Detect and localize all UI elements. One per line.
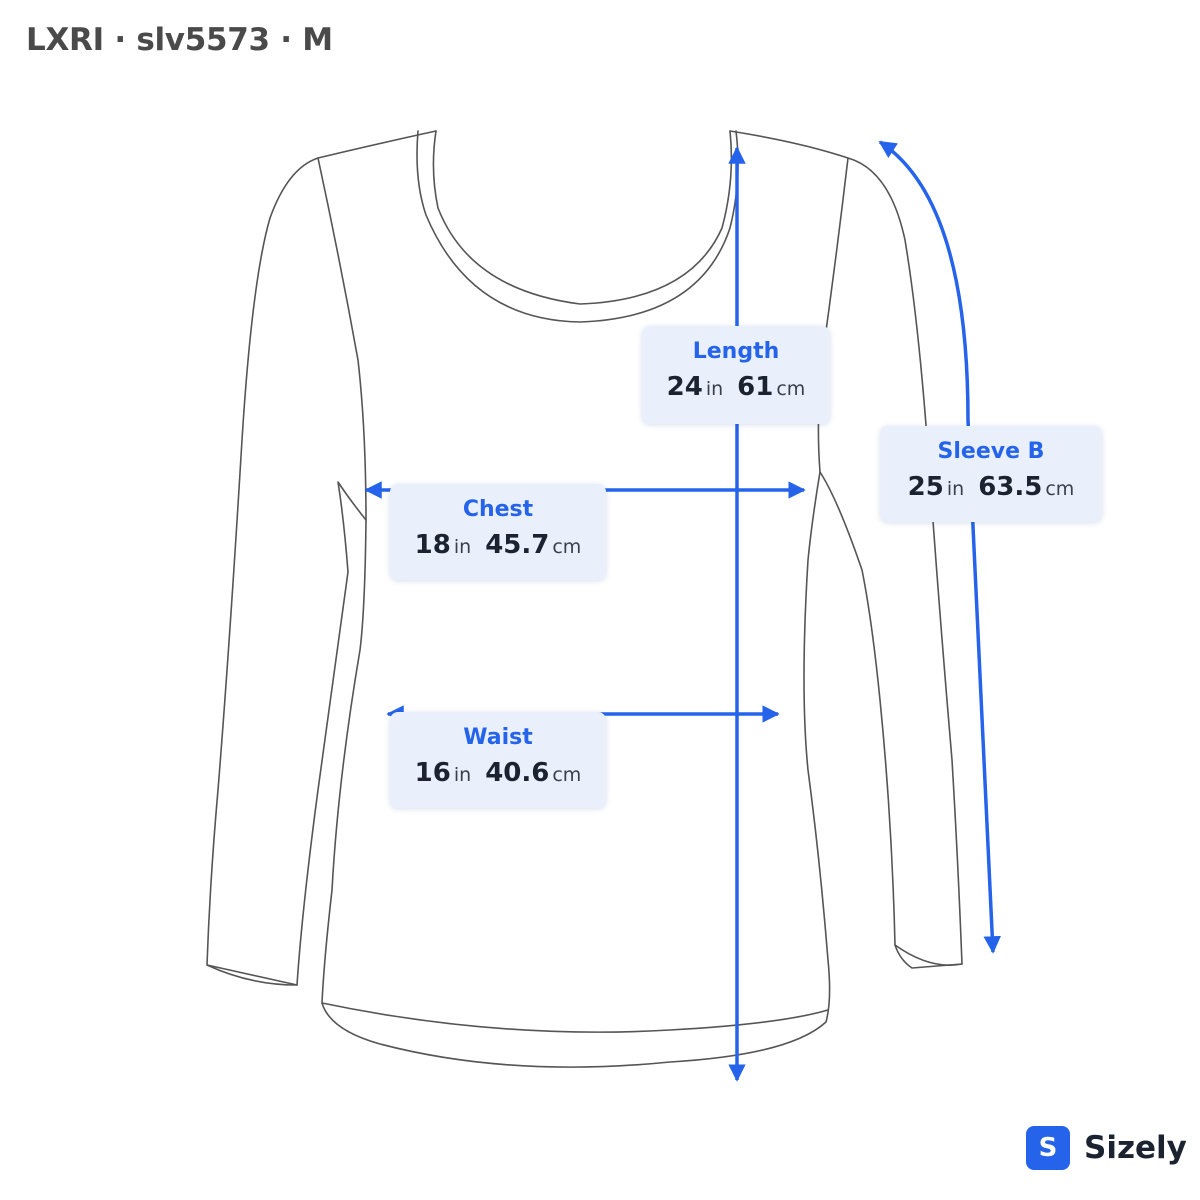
chest-cm-value: 45.7: [485, 530, 550, 560]
shirt-left-cuff: [206, 964, 298, 986]
sleeve-title: Sleeve B: [937, 439, 1045, 464]
brand-name: Sizely: [1084, 1130, 1187, 1166]
waist-in-value: 16: [414, 758, 451, 788]
length-cm-value: 61: [737, 372, 774, 402]
length-in-value: 24: [666, 372, 703, 402]
brand: S Sizely: [1026, 1126, 1187, 1170]
shirt-neckline-inner: [416, 130, 739, 323]
sizely-logo-icon: S: [1026, 1126, 1070, 1170]
waist-title: Waist: [463, 725, 533, 750]
shirt-neckline-outer: [432, 130, 733, 305]
sleeve-in-value: 25: [907, 472, 944, 502]
length-in-unit: in: [705, 378, 724, 400]
sleeve-in-unit: in: [946, 478, 965, 500]
length-title: Length: [692, 339, 780, 364]
chest-in-value: 18: [414, 530, 451, 560]
shirt-left-armhole: [317, 157, 367, 521]
sleeve-cm-value: 63.5: [978, 472, 1043, 502]
chest-in-unit: in: [453, 536, 472, 558]
shirt-right-armhole: [817, 157, 849, 473]
shirt-left-edge: [206, 130, 963, 1068]
sleeve-cm-unit: cm: [1045, 478, 1075, 500]
shirt-outline: [206, 130, 963, 1068]
waist-cm-value: 40.6: [485, 758, 550, 788]
waist-in-unit: in: [453, 764, 472, 786]
length-cm-unit: cm: [776, 378, 806, 400]
waist-cm-unit: cm: [552, 764, 582, 786]
shirt-hem: [321, 1002, 829, 1033]
chest-title: Chest: [462, 497, 534, 522]
sleeve-arrow: [878, 140, 1002, 954]
chest-cm-unit: cm: [552, 536, 582, 558]
page-header: LXRI · slv5573 · M: [26, 22, 333, 58]
